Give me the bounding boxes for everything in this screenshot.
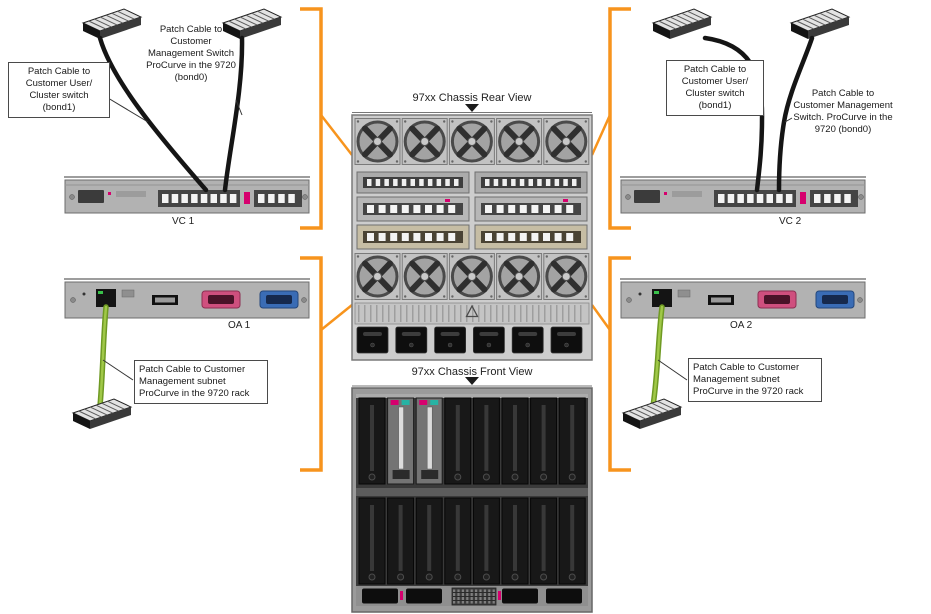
bracket-bottom-right xyxy=(608,256,631,472)
warning-triangle-icon xyxy=(465,304,479,318)
rear-vent-panel xyxy=(354,302,590,325)
network-switch-icon xyxy=(622,398,682,430)
network-switch-icon xyxy=(72,398,132,430)
bracket-top-right xyxy=(608,7,631,230)
oa1-module xyxy=(63,278,311,319)
vc1-module xyxy=(64,177,310,213)
rear-view-title: 97xx Chassis Rear View xyxy=(412,92,532,104)
callout-right-bond1: Patch Cable to Customer User/ Cluster sw… xyxy=(666,60,764,116)
network-switch-icon xyxy=(652,8,712,40)
blade-slot xyxy=(444,497,472,585)
power-supply xyxy=(550,326,583,354)
oa2-module xyxy=(619,278,867,319)
fan-icon xyxy=(544,119,589,165)
callout-right-oa-mgmt: Patch Cable to Customer Management subne… xyxy=(688,358,822,402)
callout-left-bond1: Patch Cable to Customer User/ Cluster sw… xyxy=(8,62,110,118)
bracket-top-left xyxy=(300,7,323,230)
down-pointer-icon xyxy=(465,104,479,112)
fan-icon xyxy=(402,254,447,300)
patch-cable-bond1-left xyxy=(97,35,209,193)
chassis-rear-view xyxy=(351,114,593,361)
fan-icon xyxy=(497,119,542,165)
blade-slot xyxy=(358,397,386,485)
callout-left-oa-mgmt: Patch Cable to Customer Management subne… xyxy=(134,360,268,404)
blade-server xyxy=(415,397,443,485)
bracket-connector-bottom-left xyxy=(320,304,353,331)
mgmt-patch-cable-left-core xyxy=(98,305,108,408)
blade-slot xyxy=(558,497,586,585)
network-switch-icon xyxy=(82,8,142,40)
rear-interconnect-row2 xyxy=(356,196,588,222)
rear-io-bay-row1 xyxy=(356,171,588,194)
vc2-module xyxy=(620,177,866,213)
blade-slot xyxy=(387,497,415,585)
leader-left-bond1 xyxy=(102,94,149,123)
leader-left-bond0 xyxy=(235,99,243,116)
front-view-title: 97xx Chassis Front View xyxy=(411,366,533,378)
leader-left-oa xyxy=(102,359,134,381)
power-supply xyxy=(511,326,544,354)
power-supply xyxy=(472,326,505,354)
patch-cable-bond0-right xyxy=(776,35,815,193)
fan-icon xyxy=(355,119,400,165)
blade-slot xyxy=(358,497,386,585)
callout-brackets xyxy=(300,7,631,472)
callout-right-bond0: Patch Cable to Customer Management Switc… xyxy=(793,88,893,135)
oa2-label: OA 2 xyxy=(730,320,753,331)
blade-slot xyxy=(530,397,558,485)
bracket-bottom-left xyxy=(300,256,323,472)
network-switch-icon xyxy=(790,8,850,40)
blade-slot xyxy=(472,497,500,585)
fan-icon xyxy=(544,254,589,300)
bracket-connector-bottom-right xyxy=(590,304,612,331)
blade-slot xyxy=(501,497,529,585)
fan-icon xyxy=(449,254,494,300)
bracket-connector-top-left xyxy=(320,114,353,156)
callout-left-bond0: Patch Cable to Customer Management Switc… xyxy=(146,24,236,83)
chassis-front-view xyxy=(351,387,593,613)
blade-slot xyxy=(558,397,586,485)
mgmt-patch-cable-right-core xyxy=(651,305,664,408)
mgmt-patch-cables xyxy=(97,304,665,409)
front-bottom-bay xyxy=(356,586,588,606)
fan-icon xyxy=(402,119,447,165)
fan-icon xyxy=(497,254,542,300)
blade-slot xyxy=(530,497,558,585)
insight-display-mesh xyxy=(451,587,497,606)
oa1-label: OA 1 xyxy=(228,320,251,331)
leader-right-oa xyxy=(657,359,688,381)
power-supply xyxy=(356,326,389,354)
patch-cable-bond0-left xyxy=(222,35,245,193)
fan-icon xyxy=(355,254,400,300)
rear-interconnect-row3 xyxy=(356,224,588,250)
blade-slot xyxy=(415,497,443,585)
bracket-connector-top-right xyxy=(590,114,612,156)
vc1-label: VC 1 xyxy=(172,216,195,227)
vc2-label: VC 2 xyxy=(779,216,802,227)
fan-icon xyxy=(449,119,494,165)
power-supply xyxy=(395,326,428,354)
down-pointer-icon xyxy=(465,377,479,385)
blade-server xyxy=(387,397,415,485)
power-supply xyxy=(434,326,467,354)
leader-right-bond0 xyxy=(784,117,793,123)
blade-slot xyxy=(501,397,529,485)
blade-slot xyxy=(444,397,472,485)
blade-slot xyxy=(472,397,500,485)
